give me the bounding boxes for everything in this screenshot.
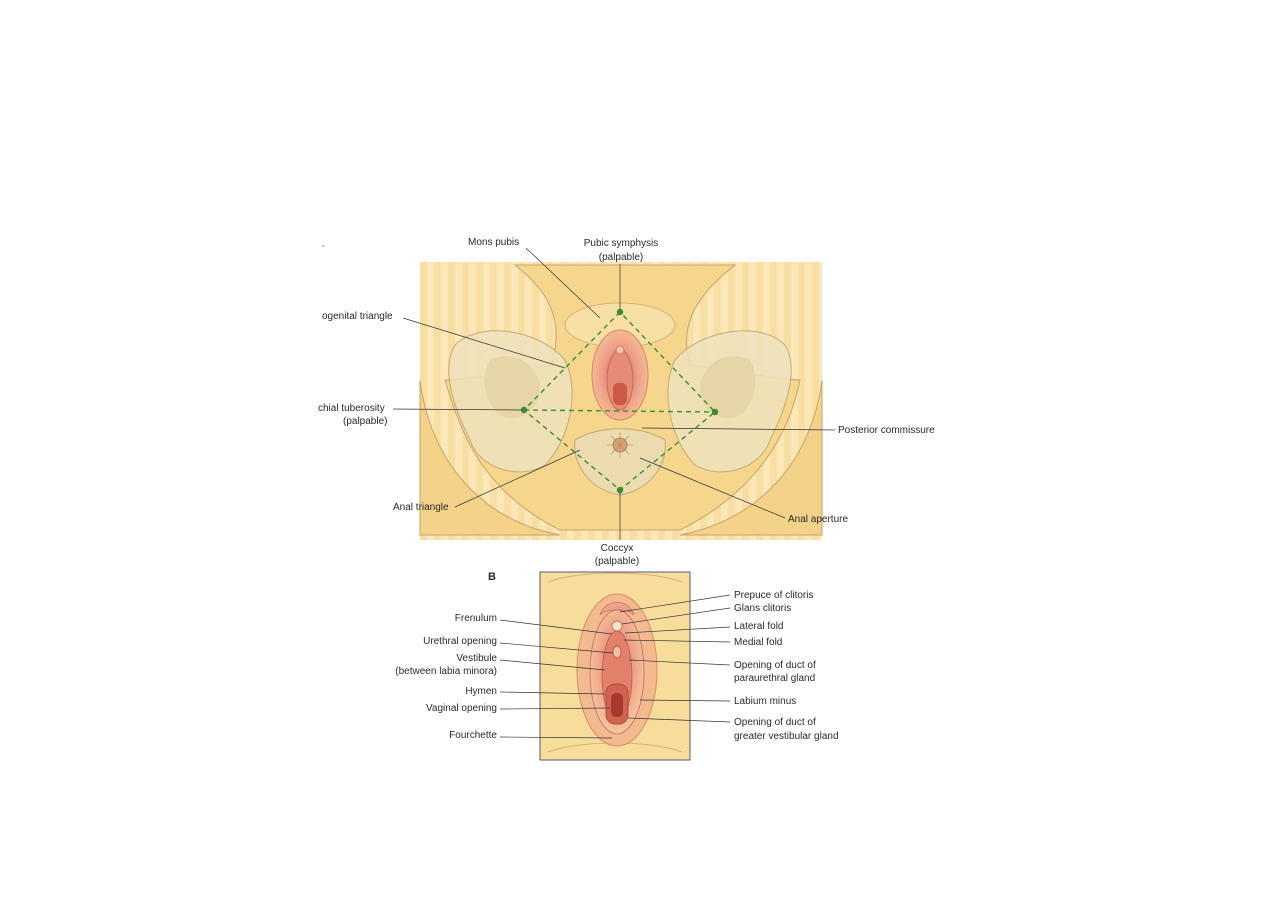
label-coccyx-note: (palpable) xyxy=(595,556,639,567)
clitoris xyxy=(615,345,625,355)
label-vestibular-line2: greater vestibular gland xyxy=(734,731,839,742)
prepuce xyxy=(599,601,635,616)
label-prepuce-of-clitoris: Prepuce of clitoris xyxy=(734,590,813,601)
leader-lines-a xyxy=(392,247,836,540)
palpation-points xyxy=(520,308,719,494)
label-pubic-symphysis-note: (palpable) xyxy=(599,252,643,263)
label-pubic-symphysis: Pubic symphysis xyxy=(584,238,658,249)
label-paraurethral-line1: Opening of duct of xyxy=(734,660,816,671)
panel-a: ´ Mons pubis Pubic symphysis (palpable) … xyxy=(318,237,935,567)
label-lateral-fold: Lateral fold xyxy=(734,621,783,632)
mons-contour xyxy=(547,572,683,583)
urethral-opening xyxy=(612,645,622,659)
label-posterior-commissure: Posterior commissure xyxy=(838,425,935,436)
label-vestibule: Vestibule xyxy=(456,653,497,664)
vaginal-opening-detail xyxy=(611,693,623,717)
label-hymen: Hymen xyxy=(465,686,497,697)
label-urethral-opening: Urethral opening xyxy=(423,636,497,647)
label-mons-pubis: Mons pubis xyxy=(468,237,519,248)
right-obturator xyxy=(700,356,756,419)
label-anal-aperture: Anal aperture xyxy=(788,514,848,525)
corner-mark: ´ xyxy=(322,244,325,256)
panel-b-letter: B xyxy=(488,571,496,583)
label-vaginal-opening: Vaginal opening xyxy=(426,703,497,714)
label-paraurethral-line2: paraurethral gland xyxy=(734,673,815,684)
label-urogenital-triangle: ogenital triangle xyxy=(322,311,393,322)
label-vestibular-line1: Opening of duct of xyxy=(734,717,816,728)
label-medial-fold: Medial fold xyxy=(734,637,782,648)
label-coccyx: Coccyx xyxy=(601,543,634,554)
left-thigh xyxy=(419,379,561,536)
label-labium-minus: Labium minus xyxy=(734,696,796,707)
sacrum xyxy=(574,428,666,496)
label-fourchette: Fourchette xyxy=(449,730,497,741)
label-ischial-tuberosity-note: (palpable) xyxy=(343,416,387,427)
label-vestibule-note: (between labia minora) xyxy=(395,666,497,677)
label-anal-triangle: Anal triangle xyxy=(393,502,449,513)
right-thigh xyxy=(679,379,823,536)
label-frenulum: Frenulum xyxy=(455,613,497,624)
anal-folds xyxy=(607,432,633,458)
label-ischial-tuberosity: chial tuberosity xyxy=(318,403,385,414)
panel-b: B xyxy=(395,571,839,761)
glans-clitoris xyxy=(611,620,623,632)
vaginal-opening xyxy=(613,383,627,405)
leader-lines-b xyxy=(499,594,731,739)
left-obturator xyxy=(484,356,540,419)
label-glans-clitoris: Glans clitoris xyxy=(734,603,791,614)
